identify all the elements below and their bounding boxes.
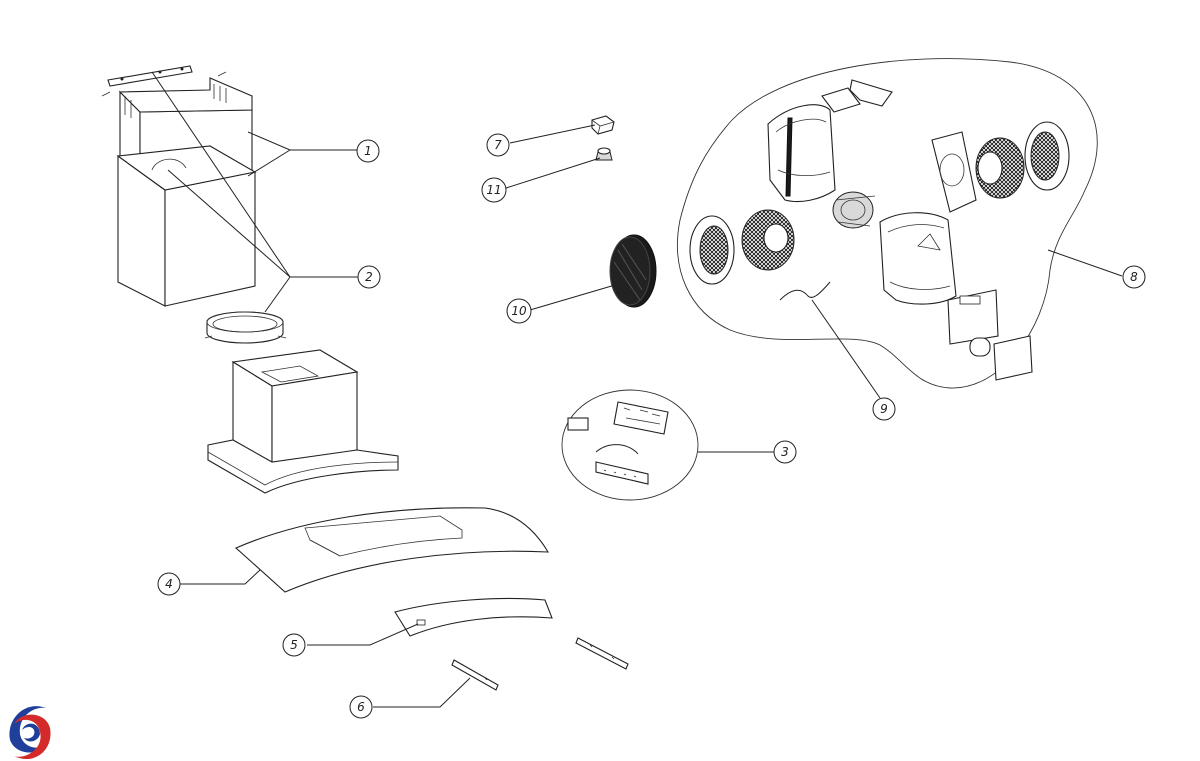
callout-6: 6 bbox=[349, 695, 373, 719]
callout-4-label: 4 bbox=[165, 577, 173, 591]
callout-9-label: 9 bbox=[880, 402, 888, 416]
callout-2: 2 bbox=[357, 265, 381, 289]
grease-filter-part bbox=[394, 597, 553, 637]
callout-11: 11 bbox=[481, 177, 507, 203]
callout-4: 4 bbox=[157, 572, 181, 596]
callout-1-label: 1 bbox=[364, 144, 372, 158]
filter-bracket-part bbox=[451, 637, 629, 691]
callout-5: 5 bbox=[282, 633, 306, 657]
hood-body-part bbox=[207, 349, 399, 494]
callout-9: 9 bbox=[872, 397, 896, 421]
leader-lines bbox=[151, 71, 1123, 708]
callout-8-label: 8 bbox=[1130, 270, 1138, 284]
callout-7: 7 bbox=[486, 133, 510, 157]
callout-8: 8 bbox=[1122, 265, 1146, 289]
callout-1: 1 bbox=[356, 139, 380, 163]
collar-ring-part bbox=[204, 311, 287, 344]
chimney-cover-part bbox=[101, 65, 257, 307]
callout-6-label: 6 bbox=[357, 700, 365, 714]
control-button-part bbox=[591, 115, 615, 135]
callout-3: 3 bbox=[773, 440, 797, 464]
callout-2-label: 2 bbox=[365, 270, 373, 284]
carbon-filter-part bbox=[609, 234, 657, 308]
callout-11-label: 11 bbox=[486, 183, 501, 197]
callout-7-label: 7 bbox=[494, 138, 502, 152]
motor-assembly-group bbox=[677, 58, 1098, 389]
callout-10-label: 10 bbox=[511, 304, 527, 318]
control-board-group bbox=[561, 389, 699, 501]
callout-5-label: 5 bbox=[290, 638, 298, 652]
glass-canopy-part bbox=[234, 507, 549, 593]
callout-10: 10 bbox=[506, 298, 532, 324]
brand-logo-icon bbox=[5, 706, 55, 760]
callout-3-label: 3 bbox=[781, 445, 789, 459]
